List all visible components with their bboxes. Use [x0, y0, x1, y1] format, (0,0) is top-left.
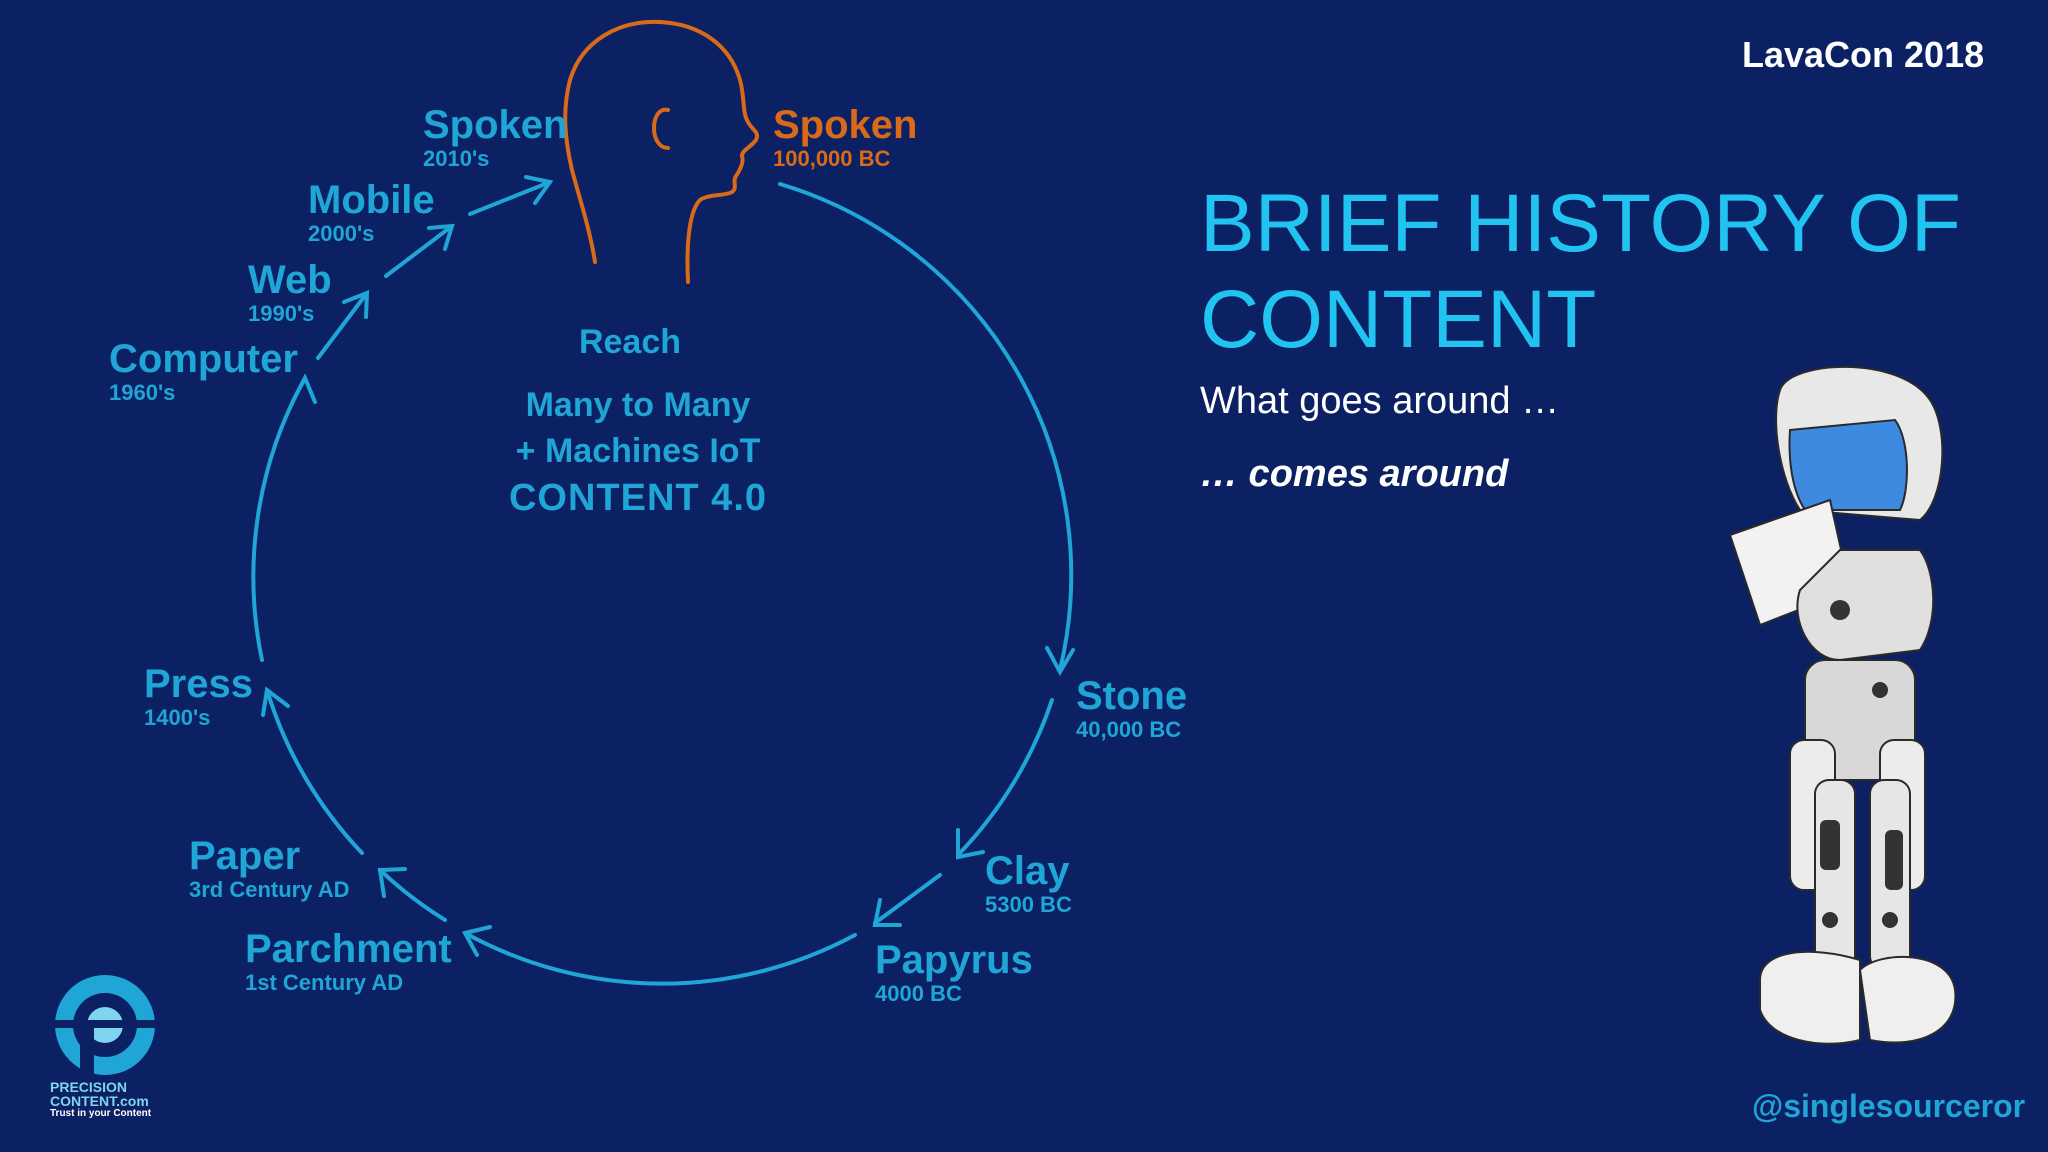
- cycle-date: 40,000 BC: [1076, 717, 1182, 742]
- arrow-web-to-mobile: [384, 224, 454, 278]
- twitter-handle: @singlesourceror: [1752, 1088, 2026, 1124]
- cycle-date: 1990's: [248, 301, 315, 326]
- cycle-date: 1400's: [144, 705, 211, 730]
- cycle-date: 5300 BC: [985, 892, 1072, 917]
- arrow-web-head: [342, 290, 370, 319]
- cycle-item-spoken-modern: Spoken 2010's: [423, 105, 567, 170]
- cycle-name: Parchment: [245, 927, 452, 971]
- logo-text: PRECISION CONTENT.com Trust in your Cont…: [50, 1080, 151, 1119]
- arrow-mobile-head: [427, 223, 455, 251]
- cycle-item-web: Web 1990's: [248, 260, 332, 325]
- logo-line1: PRECISION: [50, 1079, 128, 1095]
- arrow-paper-head: [377, 867, 407, 898]
- arrow-papyrus-to-parchment: [463, 931, 857, 986]
- arrow-computer-head: [291, 373, 317, 404]
- arrow-press-to-computer: [251, 376, 307, 662]
- cycle-date: 3rd Century AD: [189, 877, 350, 902]
- cycle-item-computer: Computer 1960's: [109, 339, 298, 404]
- cycle-date: 2010's: [423, 146, 490, 171]
- cycle-item-press: Press 1400's: [144, 664, 253, 729]
- arrow-parchment-head: [461, 925, 492, 957]
- cycle-name: Spoken: [423, 103, 568, 147]
- arrow-mobile-to-spoken: [468, 180, 552, 216]
- robot-reading-paper-image: [1728, 365, 1957, 1045]
- cycle-date: 2000's: [308, 221, 375, 246]
- arrow-papyrus-head: [872, 898, 902, 927]
- logo-tagline: Trust in your Content: [50, 1108, 152, 1119]
- cycle-date: 1960's: [109, 380, 176, 405]
- cycle-name: Paper: [189, 834, 301, 878]
- arrow-spoken-to-stone: [778, 182, 1074, 672]
- cycle-name: Press: [144, 662, 253, 706]
- cycle-item-paper: Paper 3rd Century AD: [189, 836, 350, 901]
- arrow-spoken-head: [524, 175, 554, 205]
- cycle-name: Stone: [1076, 674, 1188, 718]
- subtitle-line1: What goes around …: [1200, 380, 1560, 422]
- center-line-many-to-many: Many to Many: [525, 386, 751, 424]
- center-line-content-4: CONTENT 4.0: [508, 477, 768, 519]
- cycle-item-parchment: Parchment 1st Century AD: [245, 929, 452, 994]
- arrow-stone-to-clay: [956, 698, 1054, 857]
- cycle-name: Spoken: [773, 103, 918, 147]
- center-line-machines-iot: + Machines IoT: [515, 432, 761, 470]
- subtitle-line2: … comes around: [1200, 453, 1509, 495]
- arrow-paper-to-press: [265, 688, 364, 855]
- event-brand: LavaCon 2018: [1742, 34, 1985, 75]
- cycle-name: Web: [248, 258, 332, 302]
- cycle-item-mobile: Mobile 2000's: [308, 180, 435, 245]
- cycle-name: Mobile: [308, 178, 435, 222]
- head-silhouette-icon: [563, 19, 759, 284]
- arrow-press-head: [261, 686, 290, 717]
- cycle-date: 4000 BC: [875, 981, 962, 1006]
- arrow-computer-to-web: [316, 291, 369, 360]
- cycle-item-spoken-ancient: Spoken 100,000 BC: [773, 105, 917, 170]
- arrow-stone-head: [1045, 646, 1075, 677]
- cycle-item-clay: Clay 5300 BC: [985, 851, 1072, 916]
- cycle-date: 1st Century AD: [245, 970, 404, 995]
- arrow-clay-to-papyrus: [873, 873, 942, 925]
- cycle-item-papyrus: Papyrus 4000 BC: [875, 940, 1033, 1005]
- cycle-name: Computer: [109, 337, 298, 381]
- cycle-item-stone: Stone 40,000 BC: [1076, 676, 1187, 741]
- cycle-name: Papyrus: [875, 938, 1033, 982]
- page-title-line2: CONTENT: [1200, 274, 1597, 365]
- center-reach: Reach: [578, 323, 682, 361]
- cycle-name: Clay: [985, 849, 1070, 893]
- arrow-clay-head: [956, 828, 985, 860]
- page-title-line1: BRIEF HISTORY OF: [1200, 178, 1961, 269]
- arrow-parchment-to-paper: [378, 868, 447, 922]
- precision-content-logo: [50, 975, 160, 1080]
- logo-line2: CONTENT.com: [50, 1093, 149, 1109]
- cycle-date: 100,000 BC: [773, 146, 891, 171]
